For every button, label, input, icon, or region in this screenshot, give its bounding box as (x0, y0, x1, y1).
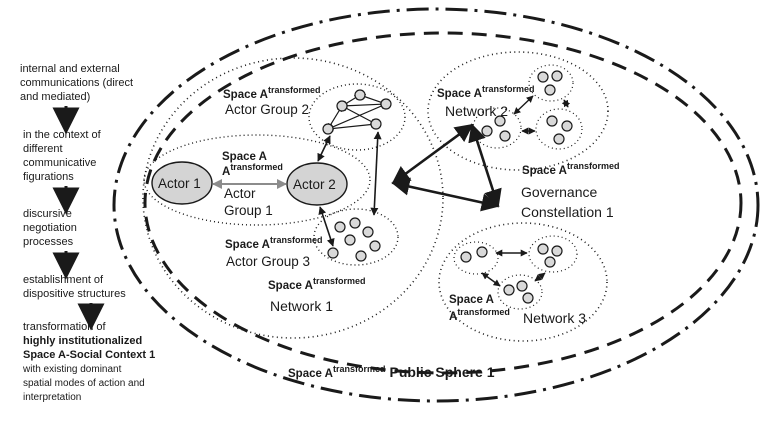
link-group2-group3 (370, 131, 382, 216)
node (336, 100, 348, 112)
svg-text:Space Atransformed: Space Atransformed (225, 235, 322, 251)
public-sphere-boundary (143, 31, 743, 375)
node (354, 89, 366, 101)
node (551, 245, 563, 257)
node (499, 130, 511, 142)
actor-group-3-boundary (313, 208, 399, 266)
svg-text:Space Atransformed: Space Atransformed (437, 84, 534, 100)
step-4-text: establishment of dispositive structures (23, 274, 126, 300)
node (349, 217, 361, 229)
svg-text:Space Atransformed: Space Atransformed (223, 85, 320, 101)
svg-text:Group 1: Group 1 (224, 203, 273, 218)
actor-group-1-boundary (143, 134, 371, 226)
actor-group-1-label: Space A Atransformed Actor Group 1 (222, 151, 283, 218)
node (551, 70, 563, 82)
node (369, 240, 381, 252)
network-3-boundary (438, 222, 608, 342)
network-3-links (481, 249, 546, 287)
node (476, 246, 488, 258)
node (537, 71, 549, 83)
network-2-boundary (427, 51, 609, 171)
svg-text:Constellation 1: Constellation 1 (521, 204, 614, 220)
node (516, 280, 528, 292)
node (553, 133, 565, 145)
node (355, 250, 367, 262)
node (561, 120, 573, 132)
node (327, 247, 339, 259)
subgroup-3b-boundary (528, 235, 578, 273)
network-3-nodes (460, 243, 563, 304)
svg-text:Network 2: Network 2 (445, 103, 508, 119)
svg-text:Atransformed: Atransformed (222, 162, 283, 178)
social-context-boundary (112, 7, 760, 403)
node (344, 234, 356, 246)
svg-text:Atransformed: Atransformed (449, 307, 510, 323)
node (503, 284, 515, 296)
link-network1-network3 (391, 177, 500, 212)
node (546, 115, 558, 127)
subgroup-3c-boundary (497, 274, 543, 310)
governance-label: Space Atransformed Governance Constellat… (521, 161, 619, 220)
svg-text:Network 1: Network 1 (270, 298, 333, 314)
node (380, 98, 392, 110)
process-column: internal and external communications (di… (20, 63, 158, 403)
network-2-links (513, 95, 571, 135)
node (481, 125, 493, 137)
network-3-label: Space A Atransformed Network 3 (449, 294, 586, 326)
svg-text:Space A: Space A (449, 294, 494, 306)
svg-text:Actor: Actor (224, 186, 256, 201)
svg-text:Space Atransformed: Space Atransformed (522, 161, 619, 177)
link-network1-network2 (391, 123, 474, 185)
node (544, 256, 556, 268)
actor-group-2-nodes (322, 89, 392, 135)
governance-links (391, 123, 502, 212)
actor-group-2-boundary (308, 83, 406, 151)
node (370, 118, 382, 130)
node (537, 243, 549, 255)
svg-text:Actor Group 3: Actor Group 3 (226, 254, 310, 269)
subgroup-3a-boundary (453, 241, 499, 275)
link-group2-actor2 (317, 135, 331, 162)
node (522, 292, 534, 304)
network-2-label: Space Atransformed Network 2 (437, 84, 534, 119)
svg-text:Space Atransformed: Space Atransformed (268, 276, 365, 292)
step-1-text: internal and external communications (di… (20, 63, 136, 103)
node (362, 226, 374, 238)
actor-1-label: Actor 1 (158, 176, 201, 191)
step-2-text: in the context of different communicativ… (23, 129, 104, 183)
svg-text:Space A: Space A (222, 151, 267, 163)
network-1-links (317, 131, 382, 247)
link-actor2-group3 (318, 206, 335, 247)
actor-2-label: Actor 2 (293, 177, 336, 192)
node (322, 123, 334, 135)
actor-group-2-label: Space Atransformed Actor Group 2 (223, 85, 320, 117)
link-network2-network3 (468, 123, 502, 208)
svg-text:Actor Group 2: Actor Group 2 (225, 102, 309, 117)
svg-text:Governance: Governance (521, 184, 597, 200)
step-5-text: transformation of highly institutionaliz… (22, 321, 158, 403)
svg-text:Network 3: Network 3 (523, 310, 586, 326)
node (460, 251, 472, 263)
actor-2-node (286, 162, 348, 206)
subgroup-2c-boundary (535, 108, 583, 150)
actor-group-3-label: Space Atransformed Actor Group 3 (225, 235, 322, 269)
node (334, 221, 346, 233)
network-1-label: Space Atransformed Network 1 (268, 276, 365, 314)
step-3-text: discursive negotiation processes (23, 208, 80, 248)
node (544, 84, 556, 96)
subgroup-2a-boundary (528, 64, 574, 102)
actor-group-3-nodes (327, 217, 381, 262)
